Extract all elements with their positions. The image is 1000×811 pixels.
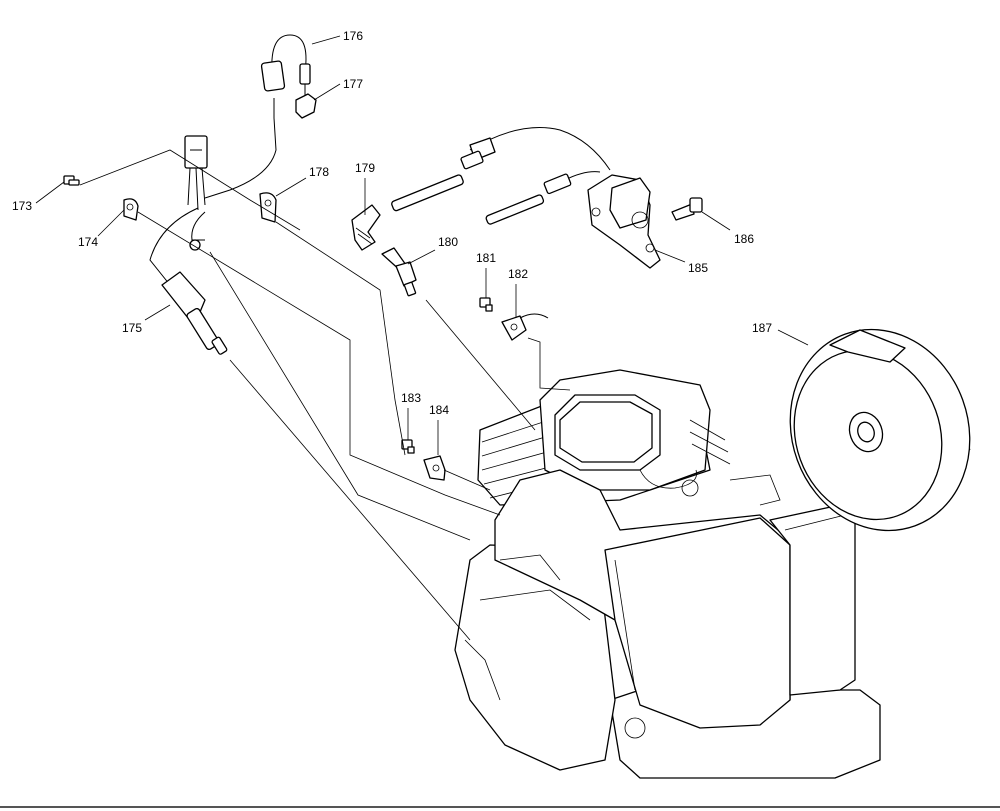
ground-terminal bbox=[501, 313, 549, 341]
spark-plug-cap bbox=[351, 204, 381, 251]
label-184: 184 bbox=[429, 403, 449, 417]
label-175: 175 bbox=[122, 321, 142, 335]
spark-plug bbox=[381, 247, 417, 297]
screw-183 bbox=[401, 439, 415, 454]
label-187: 187 bbox=[752, 321, 772, 335]
label-182: 182 bbox=[508, 267, 528, 281]
label-177: 177 bbox=[343, 77, 363, 91]
bolt-173 bbox=[63, 175, 80, 186]
label-186: 186 bbox=[734, 232, 754, 246]
part-labels: 176 177 173 174 175 178 179 180 181 182 … bbox=[12, 29, 772, 417]
flywheel bbox=[789, 328, 971, 532]
screw-181 bbox=[479, 297, 493, 312]
clamp-178 bbox=[259, 192, 277, 223]
label-181: 181 bbox=[476, 251, 496, 265]
ignition-coil bbox=[391, 127, 661, 269]
label-178: 178 bbox=[309, 165, 329, 179]
label-185: 185 bbox=[688, 261, 708, 275]
label-179: 179 bbox=[355, 161, 375, 175]
label-176: 176 bbox=[343, 29, 363, 43]
label-180: 180 bbox=[438, 235, 458, 249]
label-173: 173 bbox=[12, 199, 32, 213]
engine-assembly bbox=[454, 369, 881, 779]
label-174: 174 bbox=[78, 235, 98, 249]
bolt-186 bbox=[671, 197, 703, 221]
leader-lines bbox=[35, 35, 809, 641]
clamp-174 bbox=[123, 198, 139, 221]
ignition-wire-harness bbox=[149, 34, 317, 355]
clamp-184 bbox=[423, 455, 446, 481]
label-183: 183 bbox=[401, 391, 421, 405]
bottom-rule bbox=[0, 806, 1000, 808]
